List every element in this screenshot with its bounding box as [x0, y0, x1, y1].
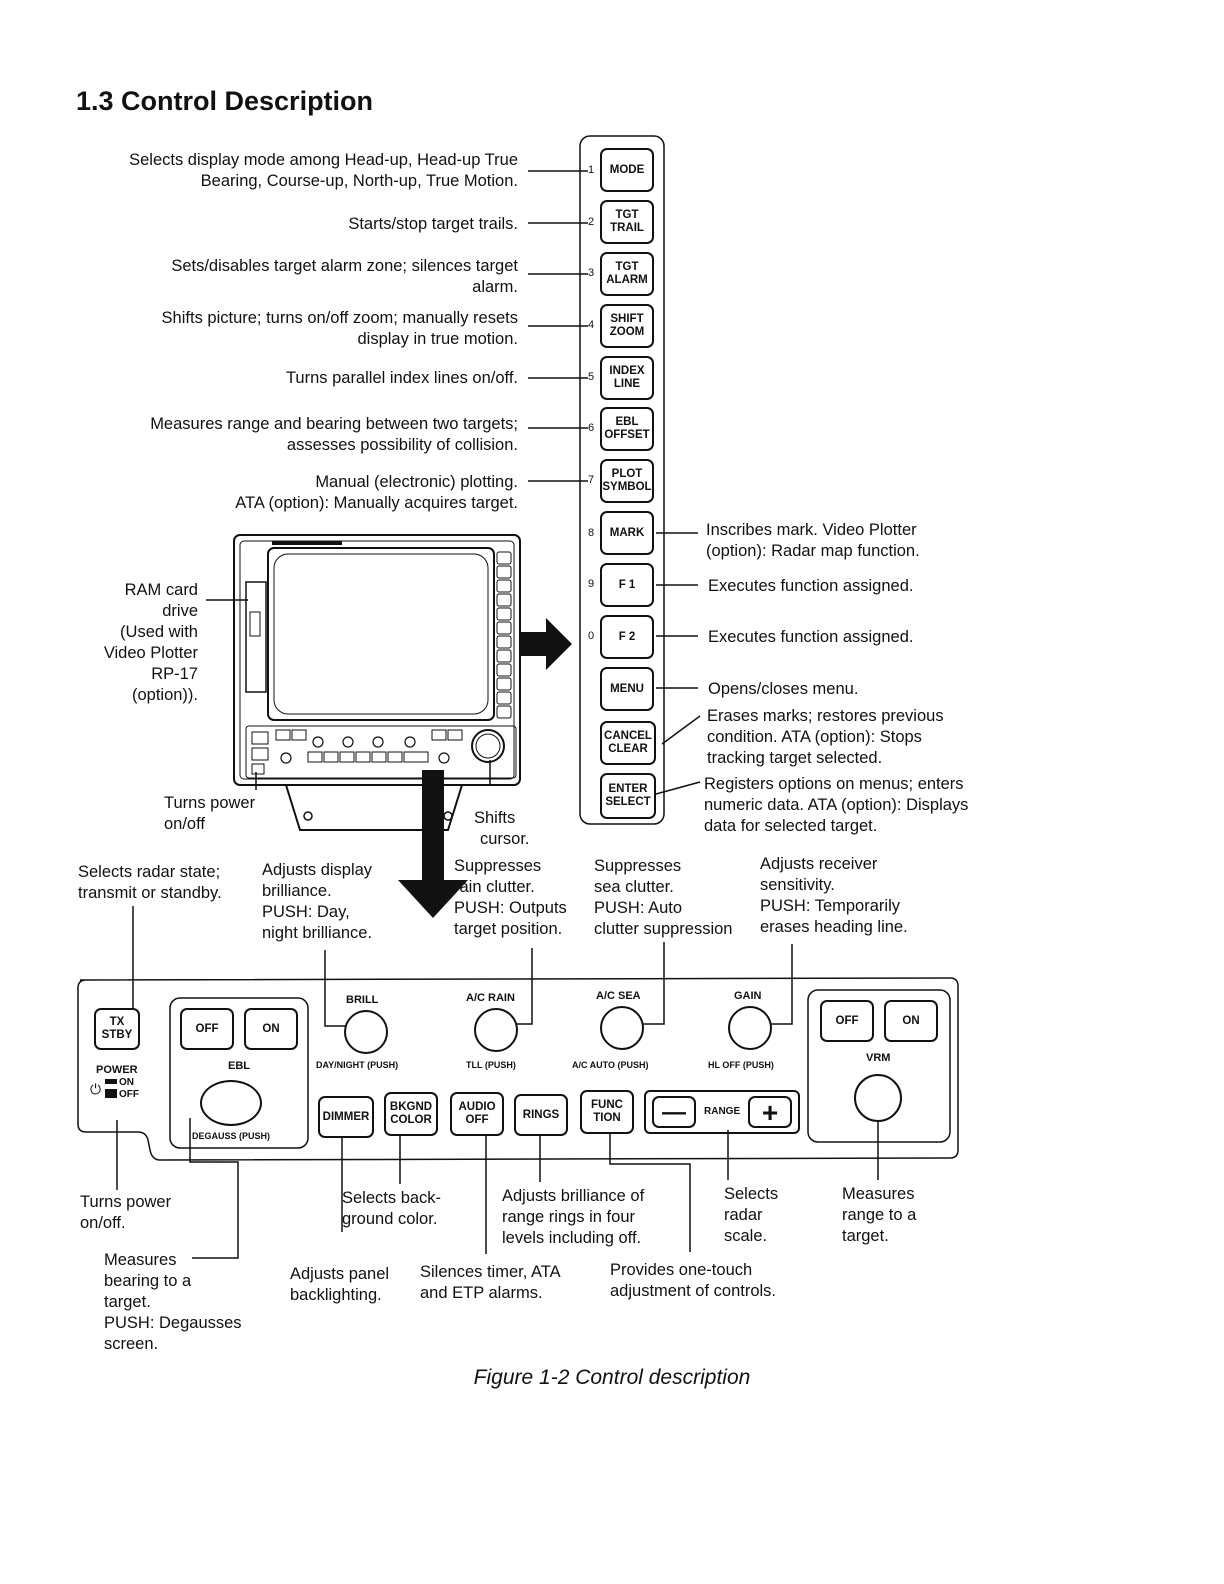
rain-knob[interactable]	[474, 1008, 518, 1052]
menu-button[interactable]: MENU	[600, 667, 654, 711]
ebl-knob[interactable]	[200, 1080, 262, 1126]
bkgnd-note: Selects back-ground color.	[342, 1189, 442, 1228]
key-number: 6	[588, 422, 595, 434]
range-label: RANGE	[704, 1106, 741, 1117]
brill-sub-label: DAY/NIGHT (PUSH)	[316, 1060, 399, 1070]
key-number: 2	[588, 216, 595, 228]
desc-mode: Selects display mode among Head-up, Head…	[129, 151, 518, 190]
key-number: 0	[588, 630, 595, 642]
desc-plot-symbol: Manual (electronic) plotting.ATA (option…	[235, 473, 518, 512]
f1-button[interactable]: F 1	[600, 563, 654, 607]
ebl-off-button[interactable]: OFF	[180, 1008, 234, 1050]
power-switch[interactable]: ⏻ ON OFF	[90, 1077, 139, 1100]
figure-caption: Figure 1-2 Control description	[473, 1366, 751, 1389]
sea-label: A/C SEA	[596, 990, 641, 1002]
ebl-on-button[interactable]: ON	[244, 1008, 298, 1050]
range-plus-button[interactable]: +	[748, 1096, 792, 1128]
rain-label: A/C RAIN	[466, 992, 515, 1004]
tx-note: Selects radar state;transmit or standby.	[78, 863, 222, 902]
key-number: 9	[588, 578, 595, 590]
gain-label: GAIN	[734, 990, 762, 1002]
rain-sub-label: TLL (PUSH)	[466, 1060, 516, 1070]
desc-index-line: Turns parallel index lines on/off.	[285, 369, 518, 387]
sea-knob[interactable]	[600, 1006, 644, 1050]
range-minus-button[interactable]: —	[652, 1096, 696, 1128]
brill-label: BRILL	[346, 994, 379, 1006]
key-number: 1	[588, 164, 595, 176]
desc-mark: Inscribes mark. Video Plotter(option): R…	[706, 521, 920, 560]
desc-ebl-offset: Measures range and bearing between two t…	[150, 415, 518, 454]
key-number: 3	[588, 267, 595, 279]
brill-knob[interactable]	[344, 1010, 388, 1054]
desc-f1: Executes function assigned.	[708, 577, 914, 595]
key-number: 8	[588, 527, 595, 539]
power-symbol-icon: ⏻	[90, 1081, 102, 1097]
key-number: 7	[588, 474, 595, 486]
power-label: POWER	[96, 1064, 138, 1076]
rings-button[interactable]: RINGS	[514, 1094, 568, 1136]
desc-tgt-alarm: Sets/disables target alarm zone; silence…	[171, 257, 518, 296]
mark-button[interactable]: MARK	[600, 511, 654, 555]
desc-tgt-trail: Starts/stop target trails.	[348, 215, 518, 233]
key-number: 4	[588, 319, 595, 331]
dimmer-button[interactable]: DIMMER	[318, 1096, 374, 1138]
gain-sub-label: HL OFF (PUSH)	[708, 1060, 774, 1070]
desc-shift-zoom: Shifts picture; turns on/off zoom; manua…	[161, 309, 518, 348]
ebl-sub-label: DEGAUSS (PUSH)	[192, 1131, 271, 1141]
vrm-on-button[interactable]: ON	[884, 1000, 938, 1042]
desc-f2: Executes function assigned.	[708, 628, 914, 646]
f2-button[interactable]: F 2	[600, 615, 654, 659]
page-title: 1.3 Control Description	[76, 86, 374, 116]
sea-sub-label: A/C AUTO (PUSH)	[572, 1060, 649, 1070]
range-control: — RANGE +	[644, 1090, 800, 1134]
vrm-knob[interactable]	[854, 1074, 902, 1122]
mode-button[interactable]: MODE	[600, 148, 654, 192]
gain-knob[interactable]	[728, 1006, 772, 1050]
vrm-off-button[interactable]: OFF	[820, 1000, 874, 1042]
ebl-label: EBL	[228, 1060, 250, 1072]
desc-menu: Opens/closes menu.	[708, 680, 859, 698]
vrm-label: VRM	[866, 1052, 891, 1064]
key-number: 5	[588, 371, 595, 383]
